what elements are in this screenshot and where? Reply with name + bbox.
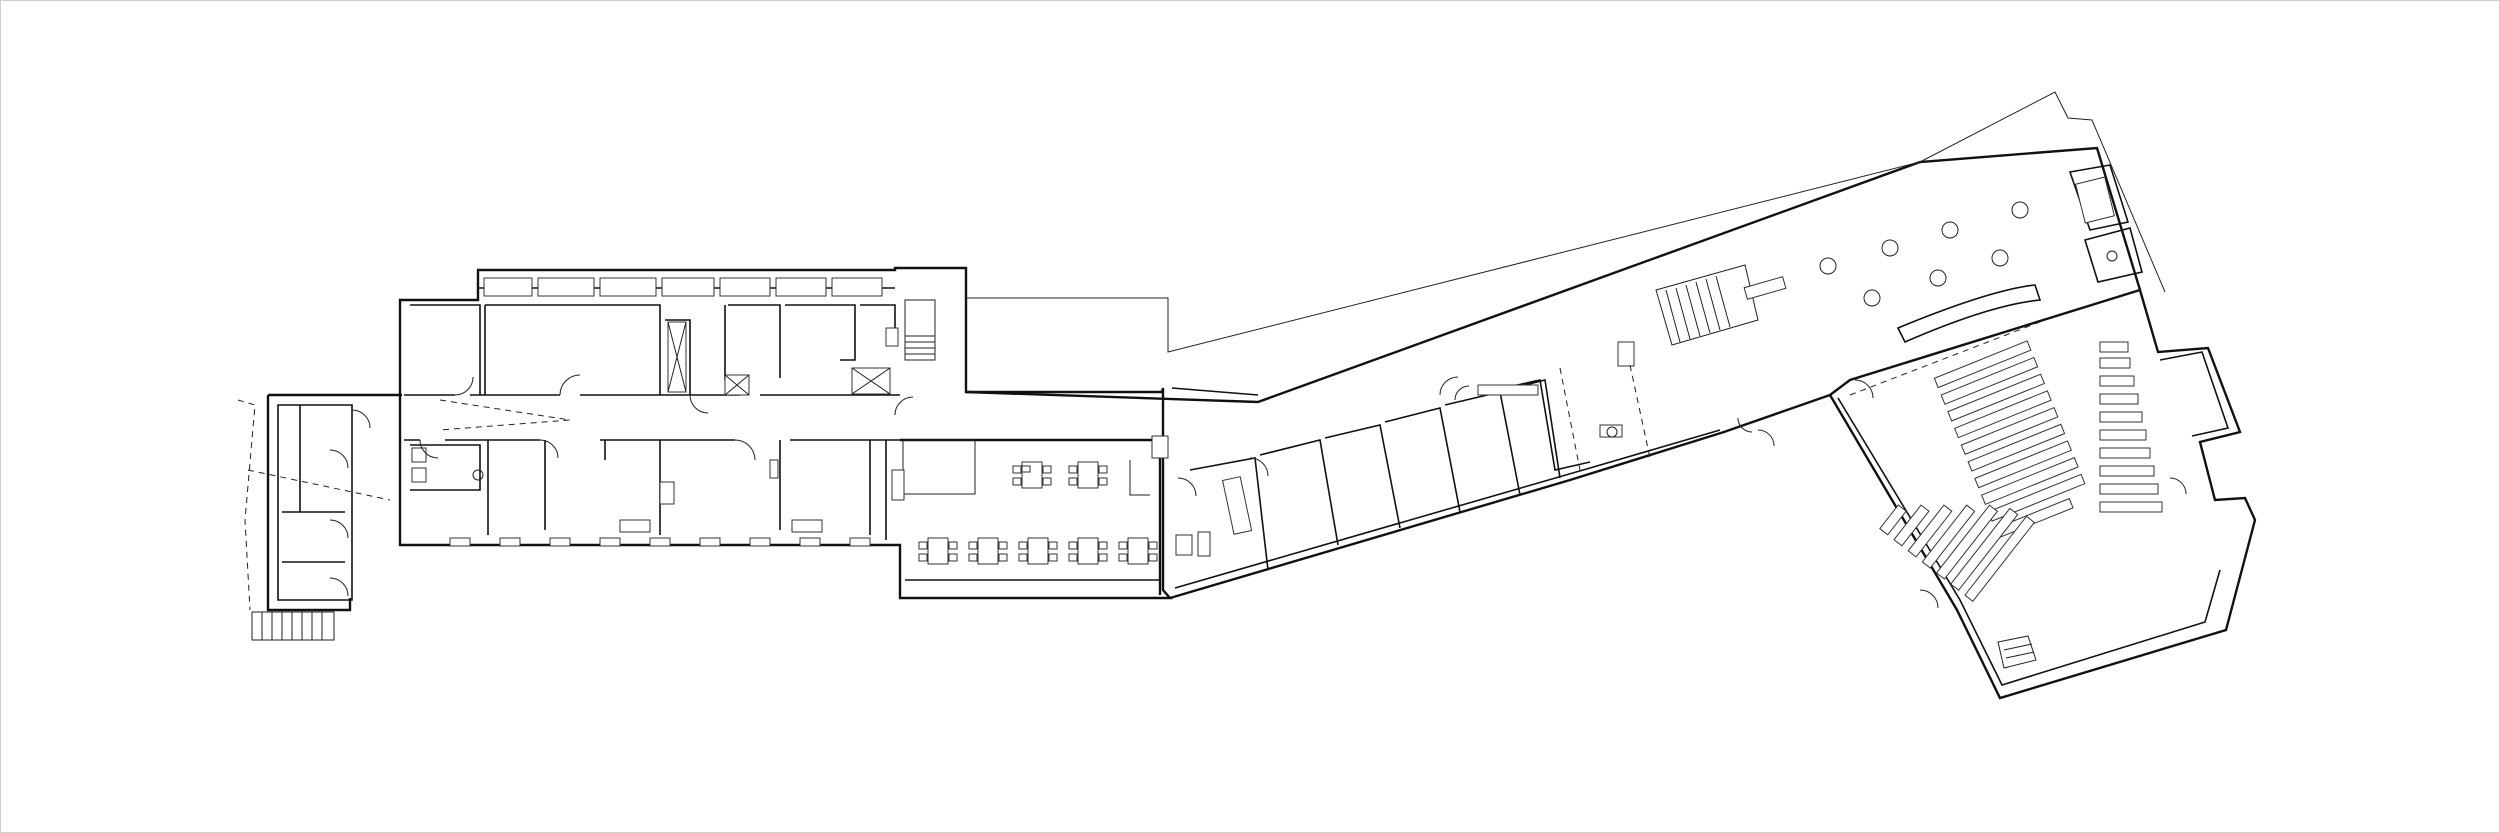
diagonal-wing: [965, 91, 2166, 600]
diagonal-south-wall: [1169, 393, 1831, 600]
servery-counter: [902, 439, 976, 495]
auditorium-stair: [1997, 635, 2037, 669]
west-stair: [885, 299, 936, 361]
lounge-tables: [1819, 201, 2029, 307]
auditorium: [1737, 288, 2257, 700]
curved-bar: [1896, 284, 2042, 344]
office-cells: [1177, 376, 1561, 571]
central-stair: [1655, 264, 1787, 346]
west-wing-doors: [419, 374, 914, 461]
west-wing: [398, 266, 1173, 600]
corridor-projection: [439, 399, 571, 431]
seating-center: [1933, 340, 2086, 539]
column: [1151, 435, 1169, 459]
south-room-partitions: [487, 440, 887, 540]
west-annex: [237, 393, 402, 641]
dining-hall: [891, 435, 1169, 595]
dining-tables: [918, 461, 1158, 565]
seating-left: [1879, 504, 2036, 602]
service-block: [2068, 164, 2143, 283]
reception-area: [1477, 341, 1651, 471]
north-room-partitions: [410, 304, 896, 395]
toilet-1: [411, 447, 427, 463]
meeting-table: [1175, 476, 1253, 557]
west-wing-outer-wall: [398, 266, 1173, 600]
seating-right: [2099, 341, 2163, 513]
toilet-2: [411, 467, 427, 483]
auditorium-wall: [1828, 288, 2257, 700]
stage-edge: [1849, 319, 2046, 396]
roof-projection: [966, 91, 2166, 353]
south-window-row: [449, 537, 871, 547]
entry-steps: [251, 611, 335, 641]
west-annex-wall: [266, 393, 402, 612]
north-window-row: [483, 277, 883, 297]
diagonal-north-wall: [965, 146, 2142, 404]
restroom-block: [410, 444, 481, 491]
